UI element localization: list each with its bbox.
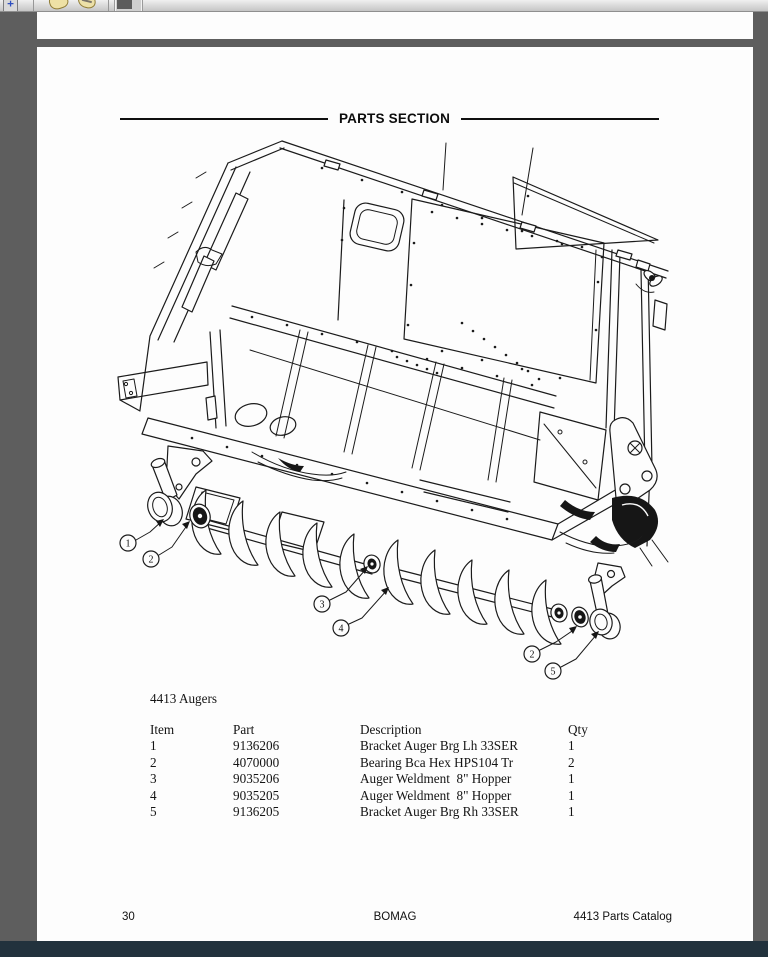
previous-page-edge[interactable] xyxy=(37,12,753,39)
col-header-description: Description xyxy=(360,722,422,737)
catalog-page: PARTS SECTION 4413 Augers Item Part Desc… xyxy=(37,47,753,941)
toolbar: + xyxy=(0,0,768,12)
next-page-edge[interactable] xyxy=(0,941,768,957)
col-header-qty: Qty xyxy=(568,722,588,737)
toolbar-separator xyxy=(33,0,34,11)
page-title: PARTS SECTION xyxy=(338,111,451,126)
footer-page-number: 30 xyxy=(122,911,135,923)
signature-tool-icon[interactable] xyxy=(76,0,98,10)
footer-brand: BOMAG xyxy=(373,911,417,923)
figure-caption: 4413 Augers xyxy=(150,691,218,706)
page-footer: 30 BOMAG 4413 Parts Catalog xyxy=(37,911,753,927)
header-rule-left xyxy=(120,118,328,120)
table-header-row: Item Part Description Qty xyxy=(150,722,620,738)
header-rule-right xyxy=(461,118,659,120)
zoom-in-icon[interactable]: + xyxy=(3,0,18,11)
footer-catalog: 4413 Parts Catalog xyxy=(573,911,672,923)
hand-tool-icon[interactable] xyxy=(46,0,71,11)
snapshot-tool-icon[interactable] xyxy=(114,0,143,11)
col-header-item: Item xyxy=(150,722,175,737)
toolbar-separator xyxy=(108,0,109,11)
col-header-part: Part xyxy=(233,722,255,737)
